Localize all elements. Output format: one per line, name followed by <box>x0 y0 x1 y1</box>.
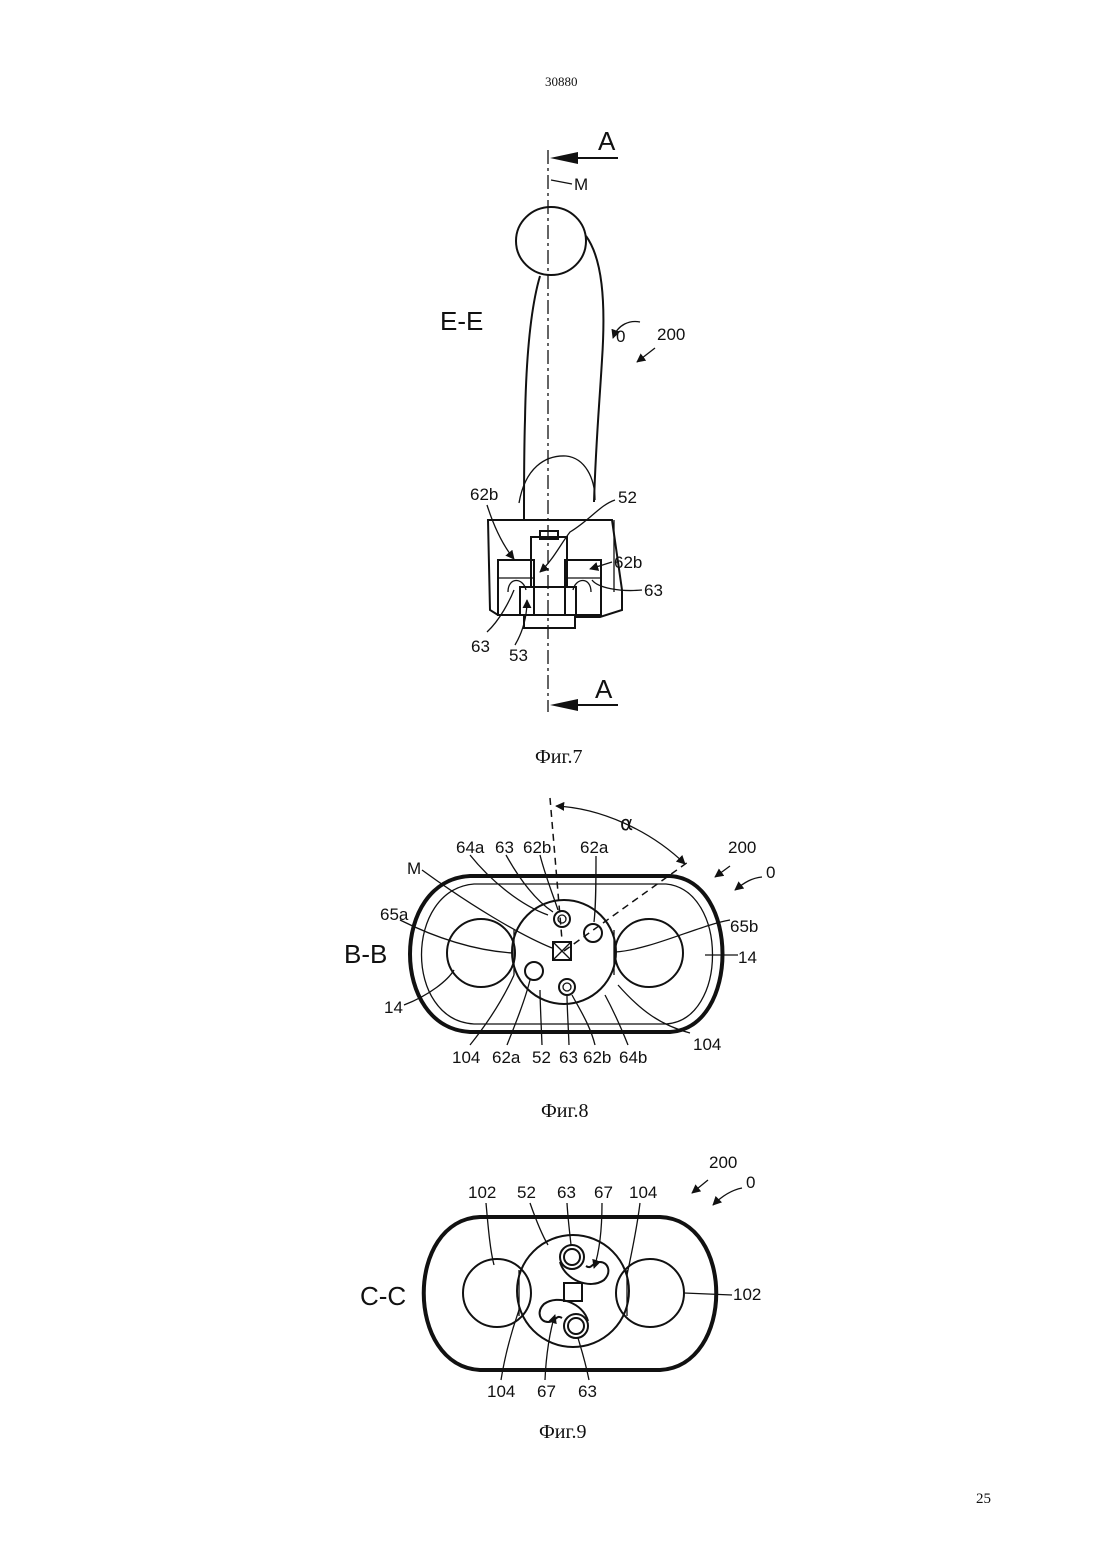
ref-m: M <box>407 859 421 878</box>
ref-52: 52 <box>517 1183 536 1202</box>
ref-62b-top: 62b <box>523 838 551 857</box>
ref-62b-bottom: 62b <box>583 1048 611 1067</box>
angle-alpha: α <box>620 811 633 835</box>
ref-200: 200 <box>728 838 756 857</box>
ref-62a-bottom: 62a <box>492 1048 521 1067</box>
base-block <box>488 520 622 628</box>
ref-63-bottom: 63 <box>559 1048 578 1067</box>
ref-0: 0 <box>746 1173 755 1192</box>
ref-62b-left: 62b <box>470 485 498 504</box>
ref-63-left: 63 <box>471 637 490 656</box>
section-label-bb: B-B <box>344 939 387 969</box>
ref-53: 53 <box>509 646 528 665</box>
figure-9: C-C <box>360 1153 761 1401</box>
ref-65b: 65b <box>730 917 758 936</box>
ref-14-left: 14 <box>384 998 403 1017</box>
ref-104-right: 104 <box>693 1035 721 1054</box>
section-arrow-bottom: A <box>550 674 618 711</box>
ref-102-right: 102 <box>733 1285 761 1304</box>
ref-52: 52 <box>618 488 637 507</box>
ref-104-left: 104 <box>452 1048 480 1067</box>
arrow-label-top: A <box>598 126 616 156</box>
ref-67-top: 67 <box>594 1183 613 1202</box>
ref-62b-right: 62b <box>614 553 642 572</box>
arrow-label-bottom: A <box>595 674 613 704</box>
section-label-cc: C-C <box>360 1281 406 1311</box>
ref-65a: 65a <box>380 905 409 924</box>
ref-14-right: 14 <box>738 948 757 967</box>
section-label-ee: E-E <box>440 306 483 336</box>
figure-7: A A M E-E <box>440 126 685 712</box>
fig9-leaders <box>486 1180 742 1380</box>
ref-64b: 64b <box>619 1048 647 1067</box>
ref-0: 0 <box>616 327 625 346</box>
bore-right <box>615 919 683 987</box>
ref-200: 200 <box>709 1153 737 1172</box>
figure-8: B-B α <box>344 798 775 1067</box>
section-arrow-top: A <box>550 126 618 164</box>
ref-62a-top: 62a <box>580 838 609 857</box>
ref-67-bottom: 67 <box>537 1382 556 1401</box>
axis-label-m: M <box>574 175 588 194</box>
ref-200: 200 <box>657 325 685 344</box>
ref-64a: 64a <box>456 838 485 857</box>
ref-63-right: 63 <box>644 581 663 600</box>
ref-0: 0 <box>766 863 775 882</box>
ref-104-top: 104 <box>629 1183 657 1202</box>
ref-52: 52 <box>532 1048 551 1067</box>
central-disc-9 <box>517 1235 629 1347</box>
ref-63-top: 63 <box>495 838 514 857</box>
fig7-leaders <box>487 322 655 645</box>
ref-63-bottom: 63 <box>578 1382 597 1401</box>
lever-body <box>516 207 603 520</box>
ref-63-top: 63 <box>557 1183 576 1202</box>
ref-104-bottom: 104 <box>487 1382 515 1401</box>
ref-102-top: 102 <box>468 1183 496 1202</box>
